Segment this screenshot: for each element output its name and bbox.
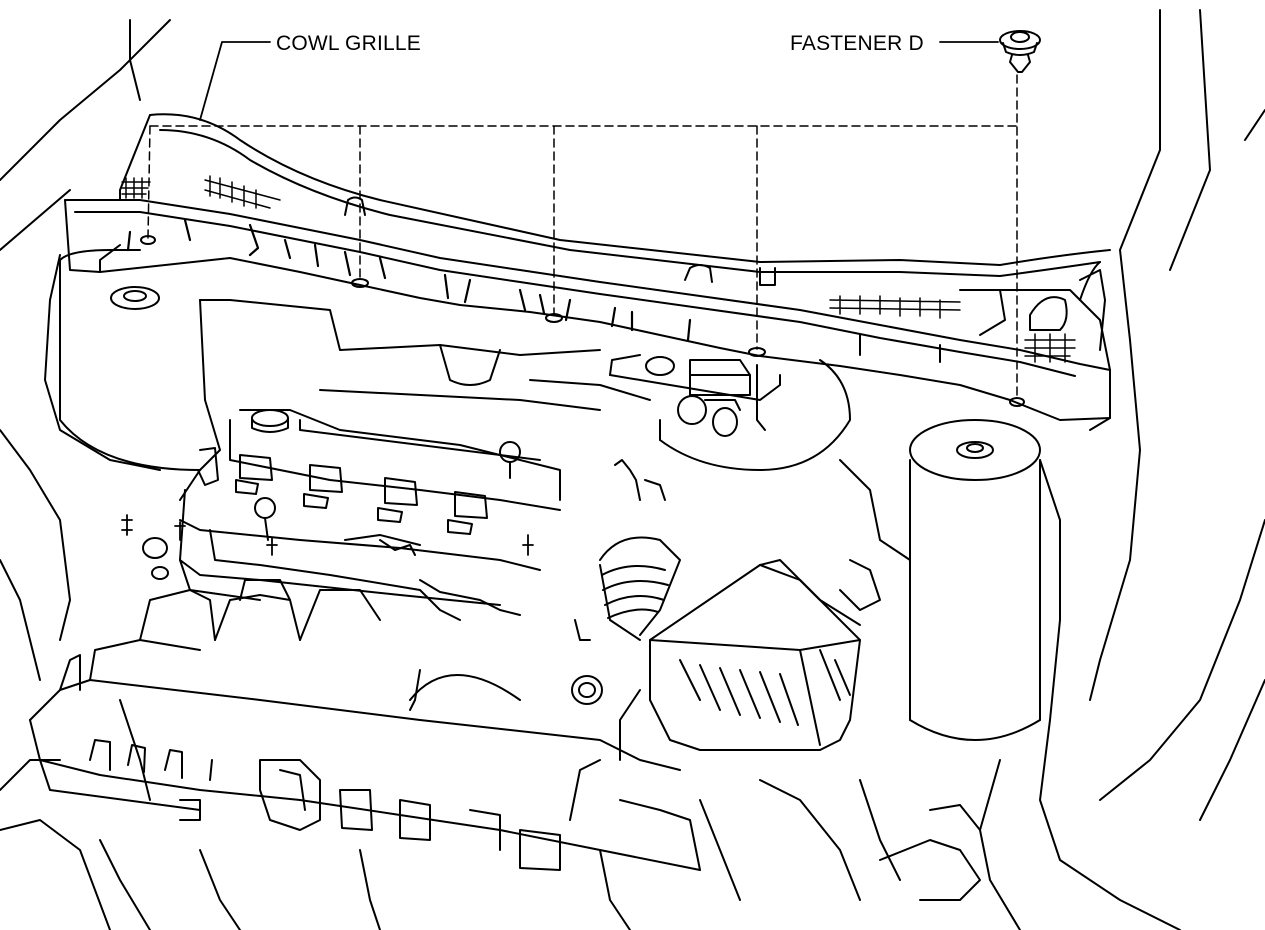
fastener-d-label: FASTENER D [790,32,924,55]
cowl-grille-outer-edge [119,113,1111,277]
fastener-hole-5 [1009,397,1025,407]
wiring-harness [209,459,666,711]
cowl-grille-ribs [126,218,692,342]
cowl-grille-mesh [121,175,1076,363]
left-fender-outline [0,19,171,930]
cowl-grille-label: COWL GRILLE [276,32,421,55]
right-bay-components [839,459,981,901]
engine-studs [121,514,534,556]
fastener-holes [140,235,1025,407]
air-filter-box [619,559,861,761]
fastener-hole-2 [351,278,369,288]
dipstick-rings [142,441,521,580]
cowl-grille-leader [199,41,271,121]
left-strut-tower [59,249,201,471]
radiator-support [29,579,901,930]
ignition-coils [235,454,488,535]
cowl-grille-panel [64,199,1111,431]
fastener-leader-lines [147,74,1018,399]
cowl-clips [344,196,776,286]
callout-leaders [199,41,999,121]
brake-booster [609,354,851,471]
air-intake-hose [571,536,681,705]
right-strut-tower [909,419,1041,741]
engine-block [179,299,651,606]
right-fender-outline [979,9,1265,930]
push-pin-fastener-icon [999,30,1041,73]
cowl-right-pocket [1029,269,1106,351]
oil-filler-cap [251,409,289,433]
